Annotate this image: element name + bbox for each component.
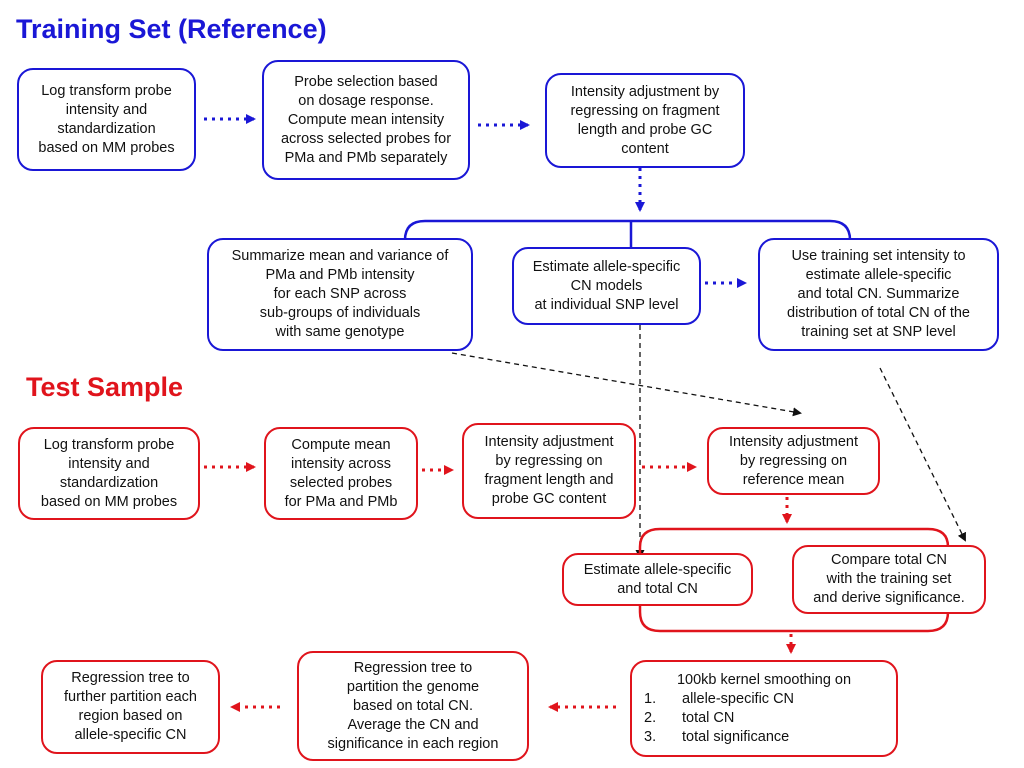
training-estimate-models-box: Estimate allele-specific CN models at in… xyxy=(512,247,701,325)
test-regression-genome-box: Regression tree to partition the genome … xyxy=(297,651,529,761)
training-set-heading: Training Set (Reference) xyxy=(16,14,327,44)
test-regression-allele-box: Regression tree to further partition eac… xyxy=(41,660,220,754)
dashed-summarize-to-reference xyxy=(451,352,802,417)
test-sample-heading: Test Sample xyxy=(26,372,184,402)
training-use-training-box: Use training set intensity to estimate a… xyxy=(758,238,999,351)
training-intensity-adjustment-box: Intensity adjustment by regressing on fr… xyxy=(545,73,745,168)
test-intensity-adjustment-box: Intensity adjustment by regressing on fr… xyxy=(462,423,636,519)
training-bracket xyxy=(403,219,852,241)
smoothing-item: 2.total CN xyxy=(644,709,735,726)
smoothing-item: 3.total significance xyxy=(644,728,790,745)
test-smoothing-box: 100kb kernel smoothing on 1.allele-speci… xyxy=(630,660,898,757)
training-log-transform-box: Log transform probe intensity and standa… xyxy=(17,68,196,171)
dashed-use-training-to-compare xyxy=(879,367,966,542)
training-probe-selection-box: Probe selection based on dosage response… xyxy=(262,60,470,180)
training-summarize-box: Summarize mean and variance of PMa and P… xyxy=(207,238,473,351)
test-reference-adjustment-box: Intensity adjustment by regressing on re… xyxy=(707,427,880,495)
test-compare-total-box: Compare total CN with the training set a… xyxy=(792,545,986,614)
test-compute-mean-box: Compute mean intensity across selected p… xyxy=(264,427,418,520)
test-log-transform-box: Log transform probe intensity and standa… xyxy=(18,427,200,520)
test-estimate-total-box: Estimate allele-specific and total CN xyxy=(562,553,753,606)
smoothing-item: 1.allele-specific CN xyxy=(644,690,795,707)
